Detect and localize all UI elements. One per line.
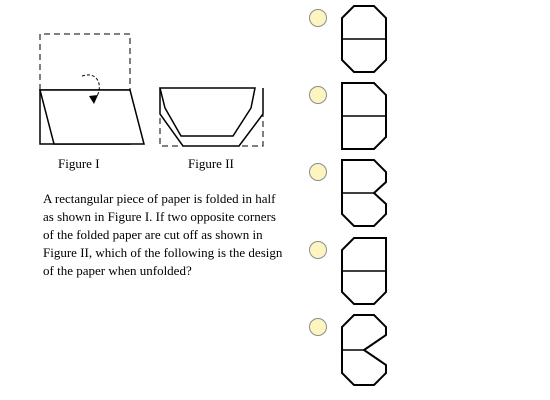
choice-e-radio[interactable] (309, 318, 327, 336)
choice-a-radio[interactable] (309, 9, 327, 27)
figure-2-diagram (159, 87, 264, 147)
choice-c-radio[interactable] (309, 163, 327, 181)
choice-b-radio[interactable] (309, 86, 327, 104)
choice-c-shape[interactable] (340, 158, 390, 228)
choice-b-shape[interactable] (340, 81, 390, 151)
choice-d-shape[interactable] (340, 236, 390, 306)
figure-1-diagram (39, 33, 145, 145)
figure-2-label: Figure II (188, 156, 234, 171)
choice-d-radio[interactable] (309, 241, 327, 259)
choice-e-shape[interactable] (340, 313, 390, 387)
choice-a-shape[interactable] (340, 4, 390, 74)
question-text: A rectangular piece of paper is folded i… (43, 191, 283, 278)
figure-1-label: Figure I (58, 156, 100, 171)
